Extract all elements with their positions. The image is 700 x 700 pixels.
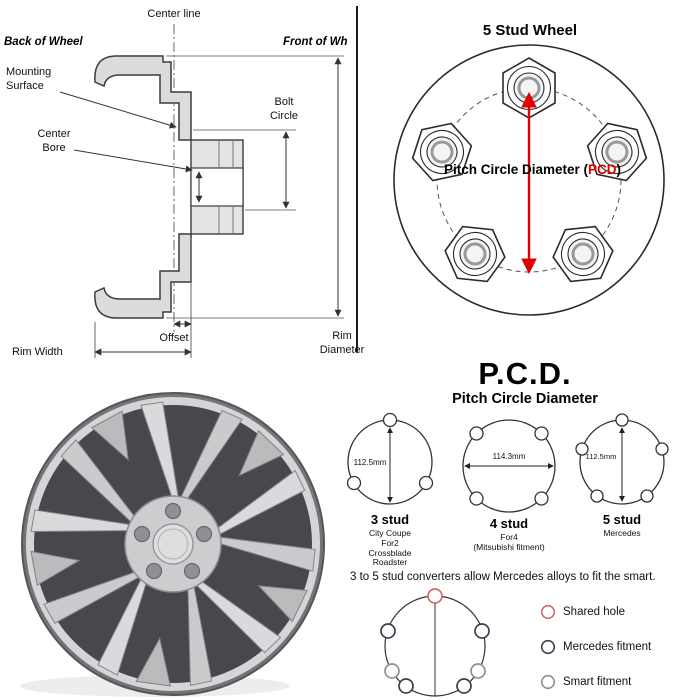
rim-profile-bottom [94,233,192,319]
offset-dimension [173,238,192,358]
stud-hole [534,426,549,441]
stud-hole [615,413,629,427]
legend-item-mercedes-fitment: Mercedes fitment [540,639,651,655]
rim-profile-top [94,55,192,141]
center-cap [152,523,194,565]
pcd-comparison-diagrams: 112.5mm 114.3mm 112.5mm [346,412,669,697]
center-bore-label: Center Bore [37,128,71,154]
back-of-wheel-label: Back of Wheel [4,36,83,48]
rim-diameter-label: Rim Diameter [319,330,365,356]
pcd-label-prefix: Pitch Circle Diameter ( [443,162,589,177]
mercedes-fitment-icon [540,639,556,655]
stud-hole [534,491,549,506]
mounting-surface-leader [59,91,177,129]
five-stud-wheel-diagram [393,44,665,316]
three-stud-name: 3 stud [370,512,410,527]
rim-width-label: Rim Width [12,346,63,358]
rim-diameter-dimension [166,55,344,319]
converter-diagram [380,588,490,697]
stud-hole [346,475,362,491]
mercedes-stud [398,678,414,694]
legend-label: Mercedes fitment [563,641,652,653]
lug-holes [133,502,213,580]
stud-hole [418,475,434,491]
mounting-surface-label: Mounting Surface [6,66,52,92]
pcd-label-suffix: ) [616,162,622,177]
bolt-circle-dimension [193,129,296,211]
rim-cross-section-drawing [59,24,344,358]
five-stud-title: 5 Stud Wheel [482,22,578,39]
five-stud-fitment: Mercedes [603,528,641,538]
shared-hole-stud [427,588,443,604]
smart-fitment-icon [540,674,556,690]
three-stud-diagram: 112.5mm [346,412,434,505]
legend-label: Shared hole [563,606,626,618]
legend-item-smart-fitment: Smart fitment [540,674,631,690]
offset-label: Offset [159,332,189,344]
bolt-circle-label: Bolt Circle [269,96,299,122]
pcd-label-accent: PCD [588,162,617,177]
mercedes-stud [380,623,396,639]
shared-hole-icon [540,604,556,620]
hub-section [190,139,244,235]
alloy-wheel-image [6,392,328,700]
center-line-label: Center line [147,8,201,20]
center-bore-leader [73,149,193,173]
four-stud-fitment: For4 (Mitsubishi fitment) [473,532,545,552]
legend-item-shared-hole: Shared hole [540,604,625,620]
mercedes-stud [474,623,490,639]
stud-hole [575,442,589,456]
five-stud-small-diagram: 112.5mm [575,413,669,505]
pcd-label: Pitch Circle Diameter (PCD) [420,162,645,177]
four-stud-diagram: 114.3mm [462,419,556,513]
five-stud-name: 5 stud [602,512,642,527]
four-stud-name: 4 stud [489,516,529,531]
stud-hole [469,426,484,441]
stud-hole [382,412,398,428]
pcd-panel-subtitle: Pitch Circle Diameter [452,391,598,407]
vertical-divider [356,6,358,352]
rim-width-dimension [94,322,192,358]
pcd-panel-title: P.C.D. [478,356,572,391]
stud-hole [590,489,604,503]
converter-note: 3 to 5 stud converters allow Mercedes al… [350,571,656,583]
three-stud-fitment: City Coupe For2 Crossblade Roadster [368,528,412,568]
legend-label: Smart fitment [563,676,632,688]
center-cap-ring [157,528,189,560]
three-stud-measurement: 112.5mm [354,458,387,467]
smart-stud [384,663,400,679]
stud-hole [640,489,654,503]
mercedes-stud [456,678,472,694]
stud-hole [469,491,484,506]
four-stud-measurement: 114.3mm [493,452,526,461]
five-stud-measurement: 112.5mm [586,452,617,461]
smart-stud [470,663,486,679]
front-of-wheel-label: Front of Wh [283,36,348,48]
stud-hole [655,442,669,456]
